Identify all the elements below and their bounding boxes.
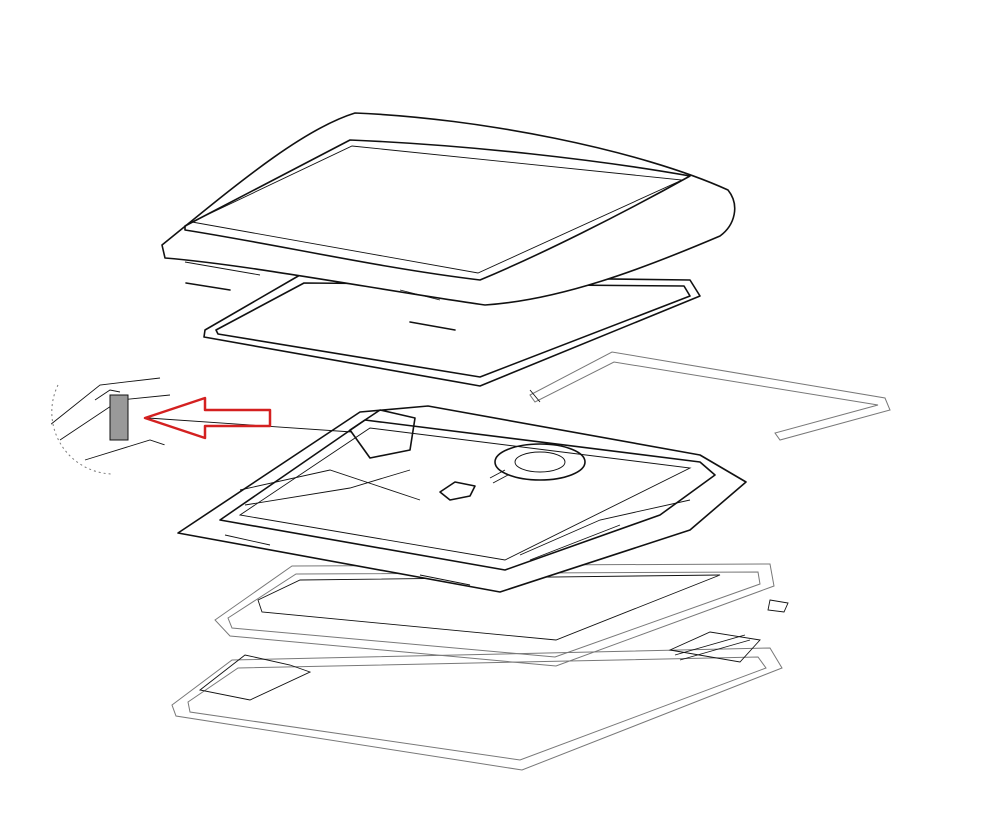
hinge-pins [185,282,456,331]
main-frame-assembly [177,405,747,593]
mounting-flange-frame [214,563,789,667]
detail-callout [50,377,353,475]
inner-trim-frame [171,631,783,771]
arrow-left-icon [143,396,272,440]
vent-lid [161,112,736,306]
opening-arm [529,351,891,441]
